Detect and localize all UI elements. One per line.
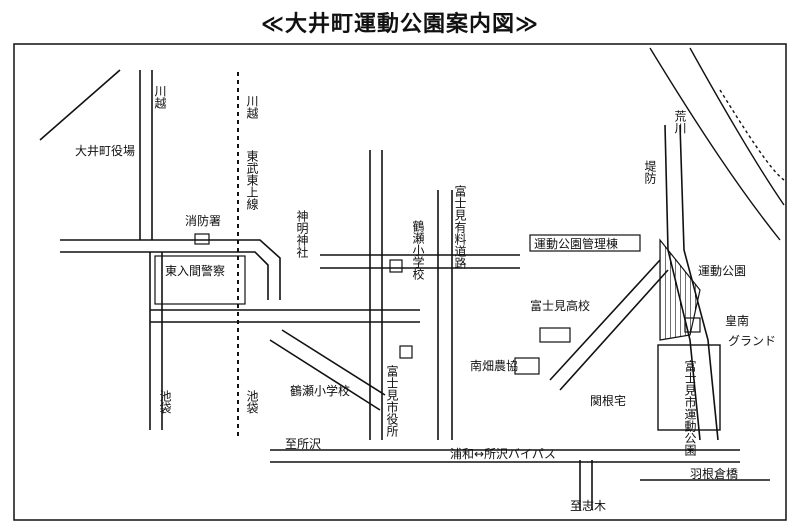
label-arakawa: 荒川 — [673, 110, 687, 134]
label-minami-hata: 南畑農協 — [470, 358, 518, 373]
undo-koen-area — [659, 238, 701, 341]
label-hane-kurabashi: 羽根倉橋 — [690, 466, 738, 481]
keisatsu-box — [154, 255, 246, 305]
shobosho-box — [194, 233, 210, 245]
label-fujimi-yuryo: 富士見有料道路 — [453, 184, 467, 270]
road-diagonal-5 — [39, 69, 121, 141]
label-fujimi-koko: 富士見高校 — [530, 298, 590, 313]
arakawa-river-bank-1 — [649, 47, 781, 241]
map-title: ≪大井町運動公園案内図≫ — [260, 12, 540, 37]
minami-hata-box — [514, 357, 540, 375]
road-diagonal-2 — [281, 329, 386, 396]
label-ground: グランド — [728, 334, 776, 348]
road-diagonal-3 — [549, 259, 661, 381]
label-tobu-tojo: 東武東上線 — [245, 150, 259, 210]
label-shitokorozawa: 至所沢 — [285, 437, 321, 451]
hinan-building — [684, 317, 701, 333]
label-tsuruse-sho: 鶴瀬小学校 — [290, 383, 350, 398]
fujimi-koko-box — [539, 327, 571, 343]
label-shinmei-jinja: 神明神社 — [295, 210, 309, 258]
label-bypass: 浦和↔所沢バイパス — [450, 447, 556, 461]
label-higashi-iruma: 東入間警察 — [165, 263, 225, 278]
map-frame — [13, 43, 787, 521]
school-box — [389, 259, 403, 273]
label-sekinetaku: 関根宅 — [590, 393, 626, 408]
kanri-label-box — [529, 234, 641, 252]
fujimi-undo-koen-box — [657, 344, 721, 431]
arakawa-river-bank-2 — [689, 47, 785, 206]
road-horizontal-2 — [60, 251, 269, 300]
label-shobosho: 消防署 — [185, 213, 221, 228]
yakusho-box — [399, 345, 413, 359]
label-kanri: 運動公園管理棟 — [534, 236, 618, 251]
label-fujimi-undo: 富士見市運動公園 — [683, 359, 697, 456]
label-shishiki: 至志木 — [570, 499, 606, 513]
road-diagonal-4 — [559, 269, 669, 391]
label-kawagoe-2: 川越 — [245, 95, 259, 120]
label-teibou: 堤防 — [643, 160, 657, 184]
label-hinan: 皇南 — [725, 313, 749, 328]
label-ikebukuro-1: 池袋 — [158, 390, 172, 414]
label-ikebukuro-2: 池袋 — [245, 390, 259, 414]
label-ooi-yakuba: 大井町役場 — [75, 143, 135, 158]
label-kamisei-sho: 鶴瀬小学校 — [411, 219, 425, 280]
label-undo-koen: 運動公園 — [698, 264, 746, 278]
label-fujimi-yakusho: 富士見市役所 — [385, 364, 399, 437]
arakawa-river-ripple — [719, 89, 785, 181]
label-kawagoe-1: 川越 — [153, 85, 167, 110]
road-diagonal-1 — [269, 339, 381, 411]
road-horizontal-1 — [60, 239, 281, 300]
